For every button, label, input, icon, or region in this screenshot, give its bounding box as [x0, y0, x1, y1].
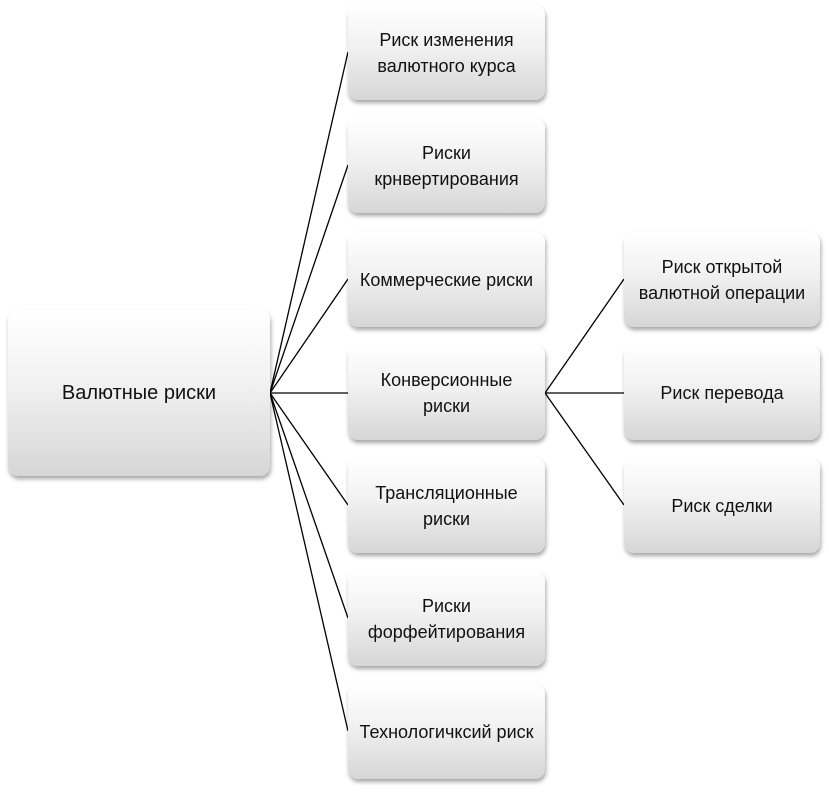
connector	[269, 278, 349, 394]
node-transaction-risk: Риск сделки	[624, 458, 820, 553]
root-node: Валютные риски	[8, 310, 270, 476]
node-label: Риск изменения валютного курса	[377, 29, 516, 76]
node-label: Риски форфейтирования	[367, 595, 526, 642]
node-transfer-risk: Риск перевода	[624, 345, 820, 440]
node-label: Технологичксий риск	[359, 721, 534, 742]
node-label: Конверсионные риски	[380, 369, 513, 416]
connector	[269, 392, 349, 506]
node-forfeiting-risks: Риски форфейтирования	[348, 571, 545, 666]
node-conversion-risks-2: Конверсионные риски	[348, 345, 545, 440]
node-label: Коммерческие риски	[359, 269, 534, 290]
node-translation-risks: Трансляционные риски	[348, 458, 545, 553]
node-technological-risk: Технологичксий риск	[348, 684, 545, 779]
node-label: Риски крнвертирования	[374, 142, 519, 189]
connector	[544, 392, 625, 506]
connector	[269, 392, 349, 619]
node-label: Риск открытой валютной операции	[638, 256, 806, 303]
connector	[269, 51, 349, 394]
node-label: Валютные риски	[61, 382, 217, 404]
node-open-position-risk: Риск открытой валютной операции	[624, 232, 820, 327]
connector	[269, 392, 349, 732]
connector	[544, 278, 625, 394]
node-label: Риск сделки	[671, 495, 773, 516]
node-exchange-rate-risk: Риск изменения валютного курса	[348, 5, 545, 100]
node-conversion-risks: Риски крнвертирования	[348, 118, 545, 213]
node-label: Трансляционные риски	[375, 482, 518, 529]
node-commercial-risks: Коммерческие риски	[348, 232, 545, 327]
node-label: Риск перевода	[660, 382, 784, 403]
connector	[269, 164, 349, 394]
